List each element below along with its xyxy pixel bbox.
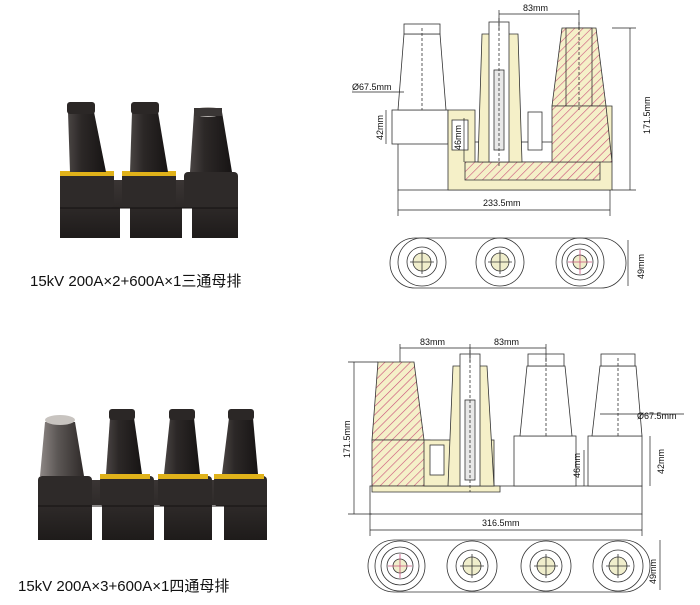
dim-46-label-2: 46mm (572, 453, 582, 478)
dim-pitch-a-label: 83mm (420, 337, 445, 347)
dim-width-label: 49mm (636, 254, 646, 279)
dim-total-length-label-2: 316.5mm (482, 518, 520, 528)
product-caption-2: 15kV 200A×3+600A×1四通母排 (18, 578, 230, 595)
dim-total-height-label-2: 171.5mm (342, 420, 352, 458)
product-caption-1: 15kV 200A×2+600A×1三通母排 (30, 273, 242, 290)
dim-42-label: 42mm (375, 115, 385, 140)
dim-diameter-label: Ø67.5mm (352, 82, 392, 92)
dim-pitch-b-label: 83mm (494, 337, 519, 347)
dim-46-label: 46mm (453, 125, 463, 150)
dim-total-length-label: 233.5mm (483, 198, 521, 208)
dim-total-height-label: 171.5mm (642, 96, 652, 134)
dim-pitch-label: 83mm (523, 3, 548, 13)
dim-42-label-2: 42mm (656, 449, 666, 474)
dim-diameter-label-2: Ø67.5mm (637, 411, 677, 421)
dim-width-label-2: 49mm (648, 559, 658, 584)
